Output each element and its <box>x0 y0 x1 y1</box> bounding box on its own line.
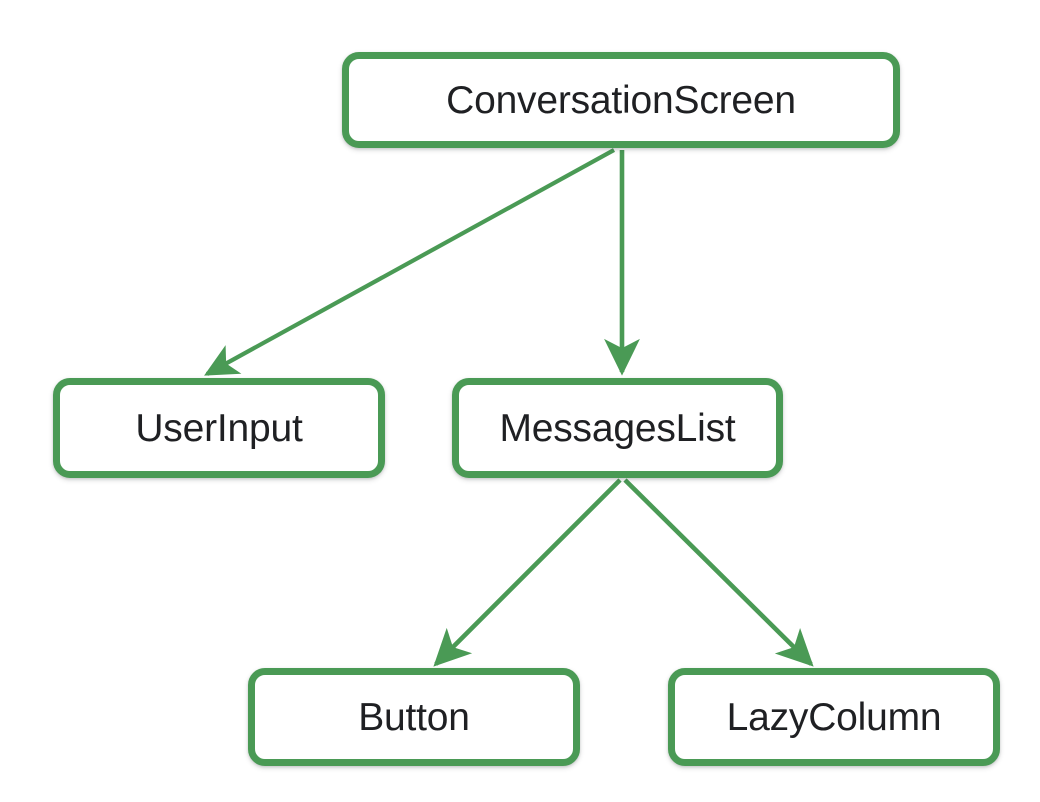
edge-messageslist-to-lazycolumn <box>623 478 814 667</box>
node-label: UserInput <box>135 406 303 450</box>
node-label: LazyColumn <box>726 695 942 739</box>
node-lazycolumn[interactable]: LazyColumn <box>668 668 1000 766</box>
node-userinput[interactable]: UserInput <box>53 378 385 478</box>
node-label: ConversationScreen <box>446 78 796 122</box>
edge-conversationscreen-to-userinput <box>204 148 616 376</box>
node-button[interactable]: Button <box>248 668 580 766</box>
node-messageslist[interactable]: MessagesList <box>452 378 783 478</box>
node-conversationscreen[interactable]: ConversationScreen <box>342 52 900 148</box>
node-label: Button <box>358 695 470 739</box>
edge-messageslist-to-button <box>433 478 622 667</box>
node-label: MessagesList <box>499 406 736 450</box>
